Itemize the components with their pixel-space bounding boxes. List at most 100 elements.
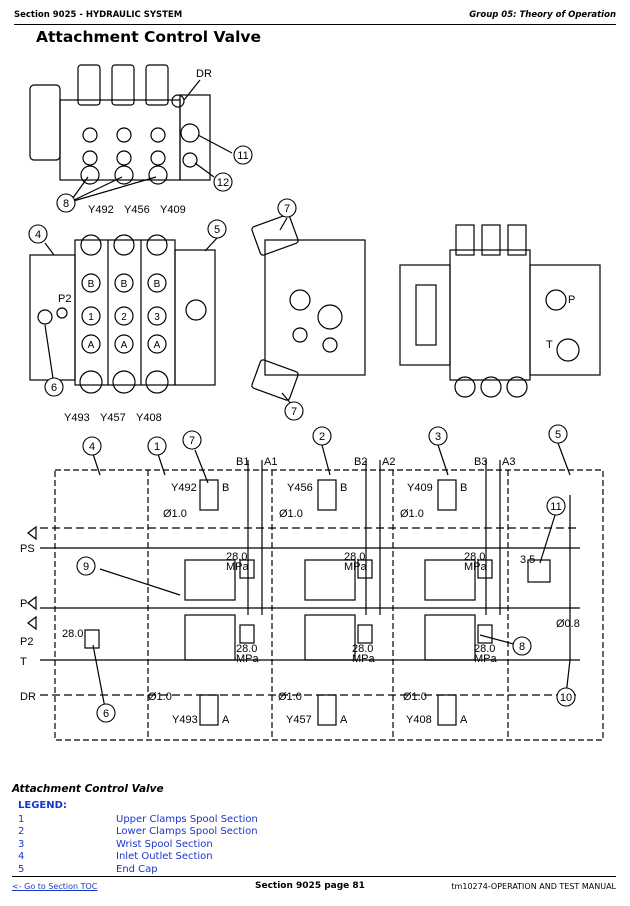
label-p-rear: P [568,294,575,306]
schem-y457: Y457 [286,714,312,726]
label-y409: Y409 [160,204,186,216]
schem-a-2: A [340,714,348,726]
callout-6-front: 6 [51,382,57,394]
legend-num: 1 [18,814,25,825]
label-y492: Y492 [88,204,114,216]
label-t: T [20,656,27,668]
label-a2: A2 [382,456,395,468]
spool-num-2: 2 [121,312,127,323]
header-section: Section 9025 - HYDRAULIC SYSTEM [14,10,183,20]
label-a3: A3 [502,456,515,468]
valve-top-view [29,64,233,203]
callout-11: 11 [237,150,248,162]
relief-2-top: 28.0 [344,551,365,563]
legend-label: Lower Clamps Spool Section [116,826,258,838]
relief-1-top-unit: MPa [226,561,250,573]
callout-5-front: 5 [214,224,220,236]
label-y493: Y493 [64,412,90,424]
spool-num-1: 1 [88,312,94,323]
schem-y456: Y456 [287,482,313,494]
toc-link[interactable]: <- Go to Section TOC [12,882,98,891]
relief-3-bot-unit: MPa [474,653,498,665]
schem-y492: Y492 [171,482,197,494]
valve-side-view [251,214,366,406]
callout-3: 3 [435,431,441,443]
legend-label: Inlet Outlet Section [116,851,213,863]
legend-heading: LEGEND: [18,800,67,811]
legend-item: 4 Inlet Outlet Section [18,851,378,863]
callout-11-schem: 11 [550,501,561,513]
relief-inlet: 28.0 [62,628,83,640]
schem-b-2: B [340,482,347,494]
spool-b-2: B [121,279,128,290]
page-footer: <- Go to Section TOC Section 9025 page 8… [12,876,616,895]
valve-figure: 11 12 8 4 5 6 7 7 4 1 7 2 3 5 11 9 8 10 … [20,64,604,741]
relief-end: 3.5 [520,554,535,566]
callout-4: 4 [89,441,95,453]
relief-2-bot: 28.0 [352,643,373,655]
label-y408: Y408 [136,412,162,424]
schem-a-3: A [460,714,468,726]
legend-num: 4 [18,851,25,863]
callout-7-top: 7 [284,203,290,215]
orifice-end: Ø0.8 [556,618,580,630]
label-b3: B3 [474,456,487,468]
relief-2-bot-unit: MPa [352,653,376,665]
legend-num: 2 [18,826,25,838]
label-dr-top: DR [196,68,212,80]
orifice-1: Ø1.0 [163,508,187,520]
legend-item: 5 End Cap [18,864,378,876]
callout-4-front: 4 [35,229,41,241]
label-ps: PS [20,543,35,555]
legend-num: 5 [18,863,25,875]
spool-num-3: 3 [154,312,160,323]
page-title: Attachment Control Valve [36,28,262,46]
label-t-rear: T [546,339,553,351]
label-b1: B1 [236,456,249,468]
callout-10: 10 [560,692,572,704]
schem-y493: Y493 [172,714,198,726]
legend-item: 2 Lower Clamps Spool Section [18,826,378,838]
relief-1-top: 28.0 [226,551,247,563]
label-a1: A1 [264,456,277,468]
label-b2: B2 [354,456,367,468]
spool-a-3: A [154,340,161,351]
spool-b-1: B [88,279,95,290]
page-header: Section 9025 - HYDRAULIC SYSTEM Group 05… [14,8,616,25]
label-dr: DR [20,691,36,703]
callout-8: 8 [519,641,525,653]
relief-3-top-unit: MPa [464,561,488,573]
orifice-4: Ø1.0 [148,691,172,703]
label-p: P [20,598,27,610]
relief-3-top: 28.0 [464,551,485,563]
valve-rear-view [399,224,601,398]
schem-y408: Y408 [406,714,432,726]
legend-label: Upper Clamps Spool Section [116,814,258,825]
schem-y409: Y409 [407,482,433,494]
spool-a-1: A [88,340,95,351]
relief-3-bot: 28.0 [474,643,495,655]
schem-b-3: B [460,482,467,494]
callout-8-top: 8 [63,198,69,210]
orifice-3: Ø1.0 [400,508,424,520]
figure-caption: Attachment Control Valve [12,783,164,795]
callout-7-bottom: 7 [291,406,297,418]
callout-7: 7 [189,435,195,447]
callout-1: 1 [154,441,160,453]
orifice-6: Ø1.0 [403,691,427,703]
schem-a-1: A [222,714,230,726]
relief-1-bot-unit: MPa [236,653,260,665]
callout-5: 5 [555,429,561,441]
legend-label: End Cap [116,863,158,875]
callout-2: 2 [319,431,325,443]
callout-6: 6 [103,708,109,720]
hydraulic-schematic [27,442,604,741]
page-number: Section 9025 page 81 [255,881,365,891]
manual-id: tm10274-OPERATION AND TEST MANUAL [451,882,616,891]
relief-2-top-unit: MPa [344,561,368,573]
label-y457: Y457 [100,412,126,424]
header-group: Group 05: Theory of Operation [469,10,616,20]
legend-label: Wrist Spool Section [116,838,213,850]
legend-item: 3 Wrist Spool Section [18,839,378,851]
callout-9: 9 [83,561,89,573]
